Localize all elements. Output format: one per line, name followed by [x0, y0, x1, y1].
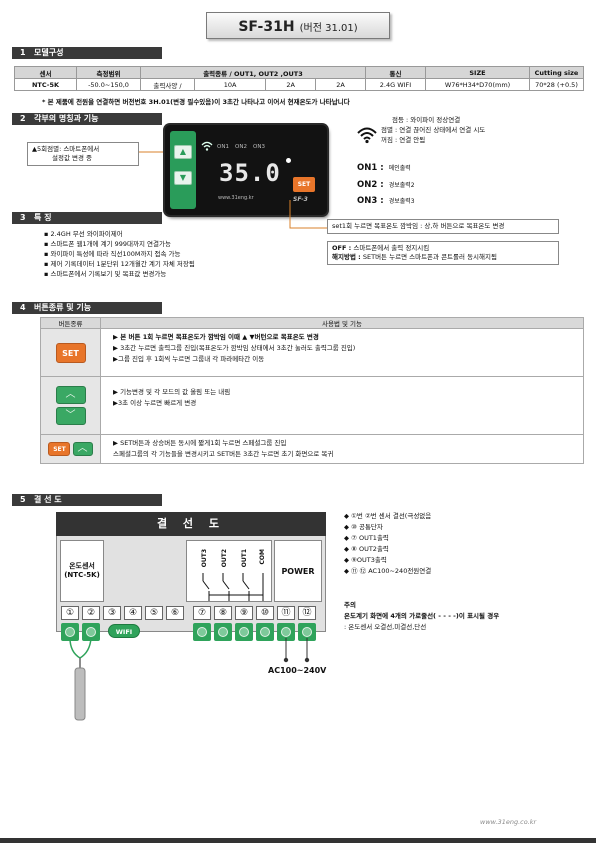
- wiring-leads: [69, 638, 310, 721]
- up-arrow-button[interactable]: ︿: [55, 386, 86, 404]
- caution-block: 주의 온도계기 화면에 4개의 가로줄선( - - - -)이 표시될 경우 :…: [344, 601, 500, 631]
- wiring-title: 결 선 도: [56, 512, 326, 536]
- device-model: SF-3: [293, 196, 308, 203]
- up-combo-button[interactable]: ︿: [72, 442, 93, 456]
- legend-item: ◆ ⑪ ⑫ AC100~240전원연결: [344, 567, 432, 575]
- spec-note: * 본 제품에 전원을 연결하면 버전번호 3H.01(변경 필수있음)이 3초…: [42, 98, 350, 106]
- output-on1: ON1 : 메인출력: [357, 163, 411, 173]
- ac-voltage-label: AC100~240V: [268, 666, 327, 675]
- wifi-icon: [201, 141, 213, 151]
- output-on3: ON3 : 경보출력3: [357, 196, 415, 206]
- legend-item: ◆ ⑦ OUT1출력: [344, 534, 389, 542]
- spec-data-row: NTC-5K -50.0~150,0 출력사양 / 10A 2A 2A 2.4G…: [14, 78, 584, 91]
- button-row-combo: SET ︿ ▶ SET버튼과 상승버튼 동시에 짧게1회 누르면 스페셜그룹 진…: [40, 434, 584, 464]
- spec-table: 센서 측정범위 출력종류 / OUT1, OUT2 ,OUT3 통신 SIZE …: [14, 66, 584, 91]
- callout-blink: ▲5회점멸: 스마트폰에서 설정값 변경 중: [27, 142, 139, 166]
- device-on3-label: ON3: [253, 144, 265, 150]
- device-display: 35.0: [219, 159, 281, 187]
- terminal-screw-2: [82, 623, 100, 641]
- button-row-arrows: ︿ ﹀ ▶ 기능변경 및 각 모드의 값 올림 또는 내림 ▶3초 이상 누르면…: [40, 376, 584, 435]
- relay-block: OUT3 OUT2 OUT1 COM: [186, 540, 272, 602]
- terminal-screw-11: [277, 623, 295, 641]
- terminal-screw-9: [235, 623, 253, 641]
- device-on1-label: ON1: [217, 144, 229, 150]
- sensor-block: 온도센서 (NTC-5K): [60, 540, 104, 602]
- down-arrow-button[interactable]: ﹀: [55, 407, 86, 425]
- relay-switches: [202, 573, 264, 601]
- footer-url: www.31eng.co.kr: [480, 818, 537, 826]
- output-on2: ON2 : 경보출력2: [357, 180, 415, 190]
- wifi-status-icon: [357, 127, 377, 144]
- legend-item: ◆ ⑨OUT3출력: [344, 556, 387, 564]
- feature-list: ▪ 2.4GH 무선 와이파이제어 ▪ 스마트폰 웹1개에 계기 999대까지 …: [44, 229, 195, 279]
- terminal-screw-1: [61, 623, 79, 641]
- footer-rule: [0, 838, 596, 843]
- legend-item: ◆ ⑧ OUT2출력: [344, 545, 389, 553]
- device-button-strip: ▲ ▼: [170, 131, 196, 209]
- terminal-screw-12: [298, 623, 316, 641]
- button-table: 버튼종류 사용법 및 기능 SET ▶ 본 버튼 1회 누르면 목표온도가 깜박…: [40, 317, 584, 464]
- wifi-on-text: 점등 : 와이파이 정상연결: [392, 116, 461, 124]
- callout-off: OFF : 스마트폰에서 출력 정지시킴 해지방법 : SET버튼 누르면 스마…: [327, 241, 559, 265]
- controller-device: ▲ ▼ ON1 ON2 ON3 35.0 SET www.31eng.kr SF…: [165, 125, 327, 215]
- button-row-set: SET ▶ 본 버튼 1회 누르면 목표온도가 깜박임 이때 ▲ ▼버턴으로 목…: [40, 328, 584, 377]
- document-title: SF-31H (버전 31.01): [206, 12, 390, 39]
- set-button[interactable]: SET: [55, 342, 86, 363]
- wifi-module-badge: WIFI: [108, 624, 140, 638]
- device-set-button[interactable]: SET: [293, 177, 315, 192]
- terminal-screw-8: [214, 623, 232, 641]
- feature-item: ▪ 스마트폰 웹1개에 계기 999대까지 연결가능: [44, 240, 171, 248]
- power-block: POWER: [274, 540, 322, 602]
- wifi-off-text: 꺼짐 : 연결 안됨: [381, 136, 426, 144]
- device-up-button[interactable]: ▲: [174, 145, 192, 159]
- device-down-button[interactable]: ▼: [174, 171, 192, 185]
- terminal-screw-10: [256, 623, 274, 641]
- spec-header-row: 센서 측정범위 출력종류 / OUT1, OUT2 ,OUT3 통신 SIZE …: [14, 66, 584, 79]
- button-table-header: 버튼종류 사용법 및 기능: [40, 317, 584, 329]
- feature-item: ▪ 제어 기록데이터 1분단위 12개월간 계기 자체 저장됨: [44, 260, 195, 268]
- feature-item: ▪ 2.4GH 무선 와이파이제어: [44, 230, 123, 238]
- feature-item: ▪ 와이파이 특성에 따라 직선100M까지 접속 가능: [44, 250, 181, 258]
- callout-set: set1회 누르면 목표온도 깜박임 : 상,하 버튼으로 목표온도 변경: [327, 219, 559, 234]
- terminal-screw-7: [193, 623, 211, 641]
- feature-item: ▪ 스마트폰에서 기록보기 및 목표값 변경가능: [44, 270, 167, 278]
- device-on2-label: ON2: [235, 144, 247, 150]
- set-combo-button[interactable]: SET: [48, 442, 71, 456]
- device-url: www.31eng.kr: [218, 195, 254, 201]
- wiring-legend: ◆ ①번 ②번 센서 결선(극성없음 ◆ ⑩ 공통단자 ◆ ⑦ OUT1출력 ◆…: [344, 511, 431, 577]
- device-indicator-dot: [286, 158, 291, 163]
- legend-item: ◆ ⑩ 공통단자: [344, 523, 383, 531]
- wifi-blink-text: 점멸 : 연결 끊어진 상태에서 연결 시도: [381, 126, 486, 134]
- version-label: (버전 31.01): [299, 23, 358, 34]
- model-name: SF-31H: [238, 19, 295, 35]
- legend-item: ◆ ①번 ②번 센서 결선(극성없음: [344, 512, 432, 520]
- callout-set-leader: [289, 200, 328, 229]
